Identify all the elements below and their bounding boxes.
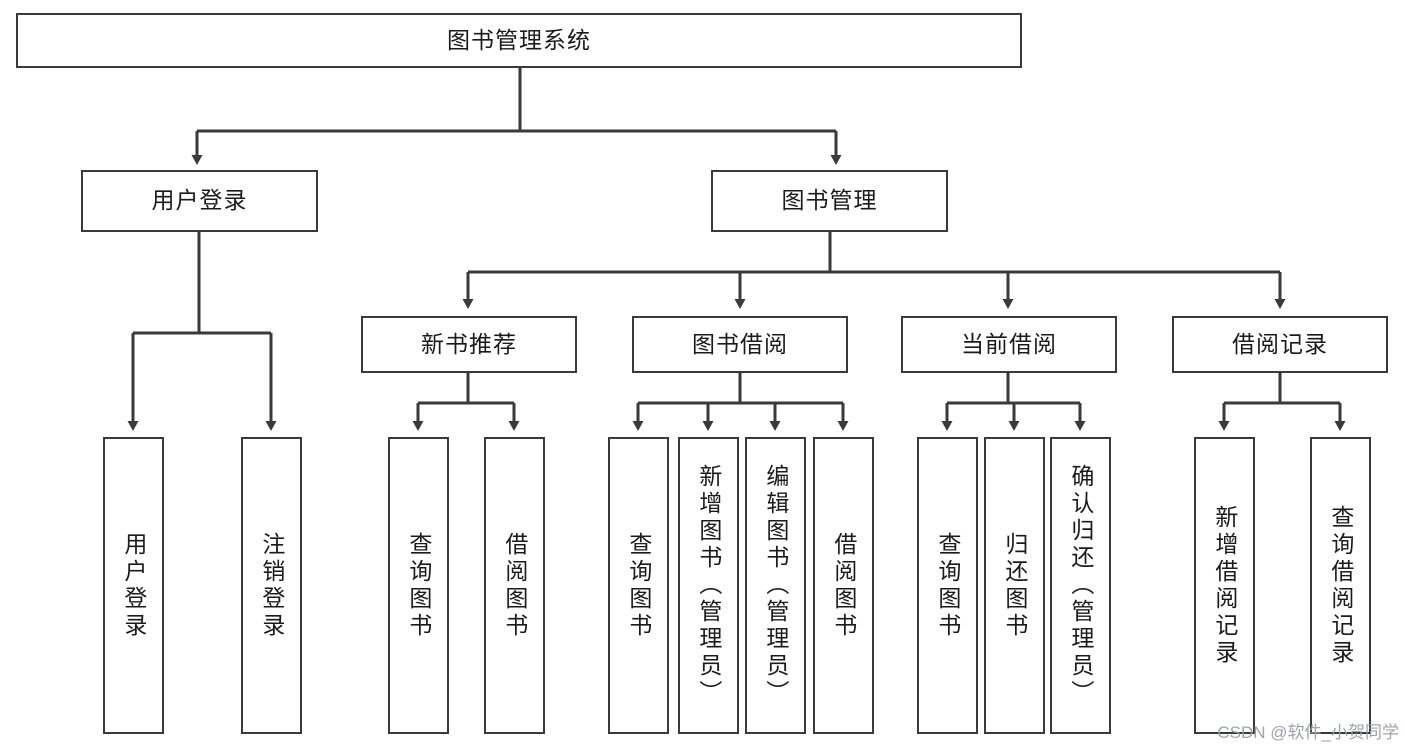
- node-borrow-record-label: 借阅记录: [1232, 330, 1328, 357]
- node-leaf-user-logout-label: 注销登录: [258, 531, 285, 640]
- node-new-book-rec[interactable]: 新书推荐: [361, 316, 577, 373]
- node-leaf-borrow-book-a-label: 借阅图书: [501, 531, 528, 640]
- node-root-label: 图书管理系统: [447, 26, 591, 53]
- node-leaf-add-record-label: 新增借阅记录: [1211, 504, 1238, 667]
- node-leaf-query-record-label: 查询借阅记录: [1327, 504, 1354, 667]
- node-leaf-edit-book-label: 编辑图书（管理员）: [762, 464, 789, 707]
- node-borrow-record[interactable]: 借阅记录: [1172, 316, 1388, 373]
- node-current-borrow-label: 当前借阅: [961, 330, 1057, 357]
- node-user-login[interactable]: 用户登录: [81, 170, 318, 232]
- node-leaf-query-book-b[interactable]: 查询图书: [608, 437, 669, 734]
- node-new-book-rec-label: 新书推荐: [421, 330, 517, 357]
- node-leaf-confirm-return-label: 确认归还（管理员）: [1067, 464, 1094, 707]
- node-user-login-label: 用户登录: [151, 187, 248, 214]
- node-leaf-query-book-a-label: 查询图书: [405, 531, 432, 640]
- node-book-borrow[interactable]: 图书借阅: [632, 316, 848, 373]
- node-leaf-user-login[interactable]: 用户登录: [103, 437, 164, 734]
- node-book-borrow-label: 图书借阅: [692, 330, 788, 357]
- node-leaf-user-logout[interactable]: 注销登录: [241, 437, 302, 734]
- node-book-manage-label: 图书管理: [781, 187, 878, 214]
- node-leaf-borrow-book-b[interactable]: 借阅图书: [813, 437, 874, 734]
- node-leaf-edit-book[interactable]: 编辑图书（管理员）: [745, 437, 806, 734]
- node-book-manage[interactable]: 图书管理: [711, 170, 948, 232]
- node-leaf-add-book[interactable]: 新增图书（管理员）: [678, 437, 739, 734]
- node-leaf-return-book[interactable]: 归还图书: [984, 437, 1045, 734]
- node-leaf-query-book-c[interactable]: 查询图书: [917, 437, 978, 734]
- node-leaf-add-record[interactable]: 新增借阅记录: [1194, 437, 1255, 734]
- node-leaf-confirm-return[interactable]: 确认归还（管理员）: [1050, 437, 1111, 734]
- node-root[interactable]: 图书管理系统: [16, 13, 1022, 68]
- node-leaf-borrow-book-b-label: 借阅图书: [830, 531, 857, 640]
- node-current-borrow[interactable]: 当前借阅: [901, 316, 1117, 373]
- node-leaf-borrow-book-a[interactable]: 借阅图书: [484, 437, 545, 734]
- node-leaf-query-record[interactable]: 查询借阅记录: [1310, 437, 1371, 734]
- node-leaf-query-book-c-label: 查询图书: [934, 531, 961, 640]
- csdn-watermark: CSDN @软件_小贺同学: [1217, 723, 1399, 742]
- node-leaf-add-book-label: 新增图书（管理员）: [695, 464, 722, 707]
- node-leaf-query-book-b-label: 查询图书: [625, 531, 652, 640]
- node-leaf-query-book-a[interactable]: 查询图书: [388, 437, 449, 734]
- node-leaf-return-book-label: 归还图书: [1001, 531, 1028, 640]
- node-leaf-user-login-label: 用户登录: [120, 531, 147, 640]
